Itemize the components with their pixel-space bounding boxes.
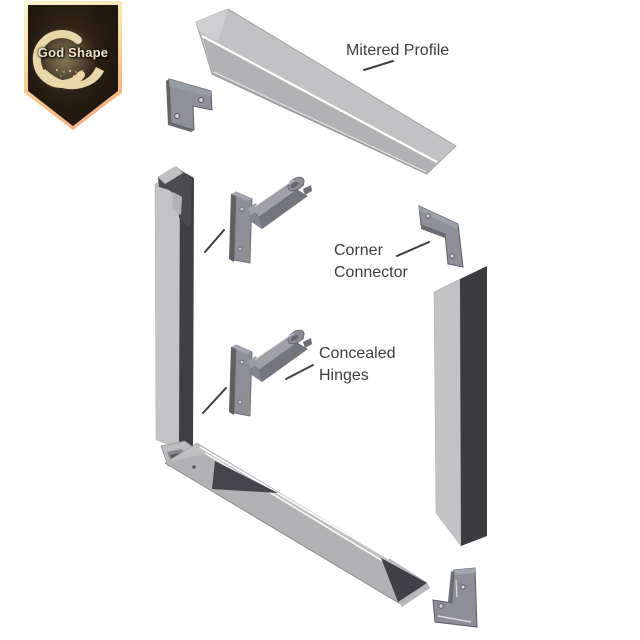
bracket-side-shade — [448, 570, 454, 603]
miter-dark-left — [212, 461, 278, 493]
slot-highlight — [437, 615, 472, 623]
screw-hole — [460, 584, 466, 590]
bracket-bevel — [169, 79, 211, 97]
profile-lower-face — [165, 454, 399, 603]
corner-connector-bottom-right — [432, 567, 478, 628]
brand-logo-text: God Shape — [37, 45, 109, 60]
profile-lower-face — [203, 37, 436, 174]
bottom-edge — [164, 462, 400, 604]
leader-hinge-upper — [204, 229, 225, 253]
slot-highlight — [455, 579, 458, 598]
groove-line — [201, 35, 438, 163]
left-profile — [154, 166, 199, 467]
cross-section-top — [158, 166, 183, 184]
paint-speckles — [56, 69, 83, 77]
cross-section-notch — [172, 192, 182, 215]
edge-highlight — [213, 71, 427, 173]
miter-cut-facet — [196, 9, 228, 41]
corner-connector-right — [418, 205, 464, 268]
bracket-bevel — [419, 206, 458, 229]
leader-corner-connector — [396, 241, 430, 257]
leader-mitered-profile — [363, 60, 394, 71]
bracket-underside — [421, 225, 445, 238]
profile-dark-face — [460, 266, 487, 546]
bottom-profile — [164, 442, 430, 607]
concealed-hinges-label: Concealed Hinges — [319, 343, 396, 387]
mitered-profile-top-bar — [195, 8, 457, 175]
screw-hole — [192, 465, 196, 469]
concealed-hinges-label-line1: Concealed — [319, 345, 396, 362]
ridge-line — [204, 452, 387, 564]
corner-connector-label-line2: Connector — [334, 264, 408, 281]
concealed-hinge-upper — [228, 173, 313, 264]
profile-face — [433, 278, 462, 547]
corner-connector-label: Corner Connector — [334, 240, 408, 284]
profile-dark-edge — [179, 170, 194, 455]
corner-connector-label-line1: Corner — [334, 242, 383, 259]
corner-connector-top-left — [166, 78, 213, 132]
screw-hole — [425, 213, 431, 219]
screw-hole — [449, 253, 455, 259]
bracket-bottom-shade — [168, 123, 194, 132]
leader-concealed-hinges — [285, 364, 314, 380]
miter-dark-right — [381, 558, 427, 602]
g-brush-tail — [40, 67, 104, 90]
bracket-face — [432, 567, 478, 628]
ridge-line — [199, 446, 390, 560]
leader-lines — [202, 60, 430, 414]
profile-face — [195, 8, 457, 175]
screw-hole — [174, 113, 180, 119]
bottom-edge — [211, 73, 428, 175]
leader-hinge-lower — [202, 387, 227, 414]
brand-g-swirl-icon — [30, 25, 104, 93]
bracket-bevel — [454, 568, 475, 575]
screw-hole — [198, 97, 204, 103]
screw-hole — [438, 603, 444, 609]
mitered-profile-label: Mitered Profile — [346, 42, 450, 59]
concealed-hinges-label-line2: Hinges — [319, 367, 369, 384]
right-profile — [433, 266, 487, 547]
bracket-side-shade — [166, 79, 171, 125]
miter-edge-strip — [399, 583, 430, 607]
